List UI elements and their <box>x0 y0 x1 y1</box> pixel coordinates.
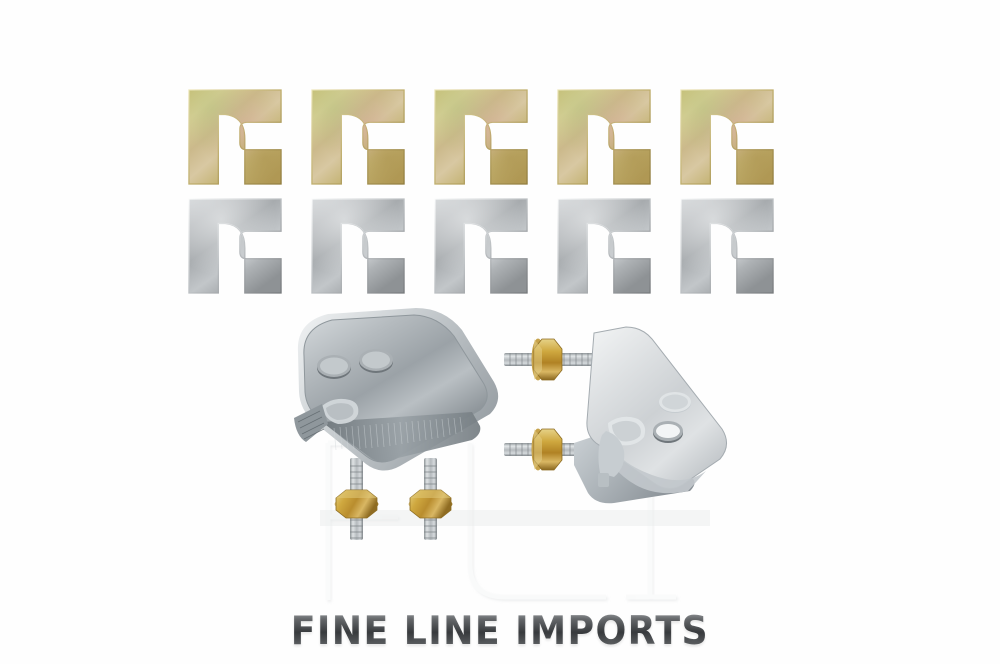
bracket-right-nut-1 <box>531 338 563 381</box>
bracket-left-holes <box>317 349 393 379</box>
bracket-left-nut-2 <box>408 489 453 519</box>
shim-gold-4 <box>555 88 653 186</box>
bracket-right-nut-2 <box>531 428 563 471</box>
shim-silver-3 <box>432 197 530 295</box>
bracket-right-holes <box>653 392 691 443</box>
shim-silver-5 <box>678 197 776 295</box>
bracket-left-nut-1 <box>334 489 379 519</box>
shim-gold-2 <box>309 88 407 186</box>
brand-name: FINE LINE IMPORTS <box>290 609 710 654</box>
shim-gold-5 <box>678 88 776 186</box>
shim-grid <box>0 0 1000 320</box>
brand-watermark-text: FINE LINE IMPORTS <box>0 612 1000 651</box>
bracket-right <box>492 325 742 515</box>
shim-silver-4 <box>555 197 653 295</box>
bracket-left <box>276 300 516 555</box>
shim-gold-3 <box>432 88 530 186</box>
shim-silver-2 <box>309 197 407 295</box>
shim-gold-1 <box>186 88 284 186</box>
bracket-left-weld-tab <box>294 398 359 442</box>
shim-silver-1 <box>186 197 284 295</box>
